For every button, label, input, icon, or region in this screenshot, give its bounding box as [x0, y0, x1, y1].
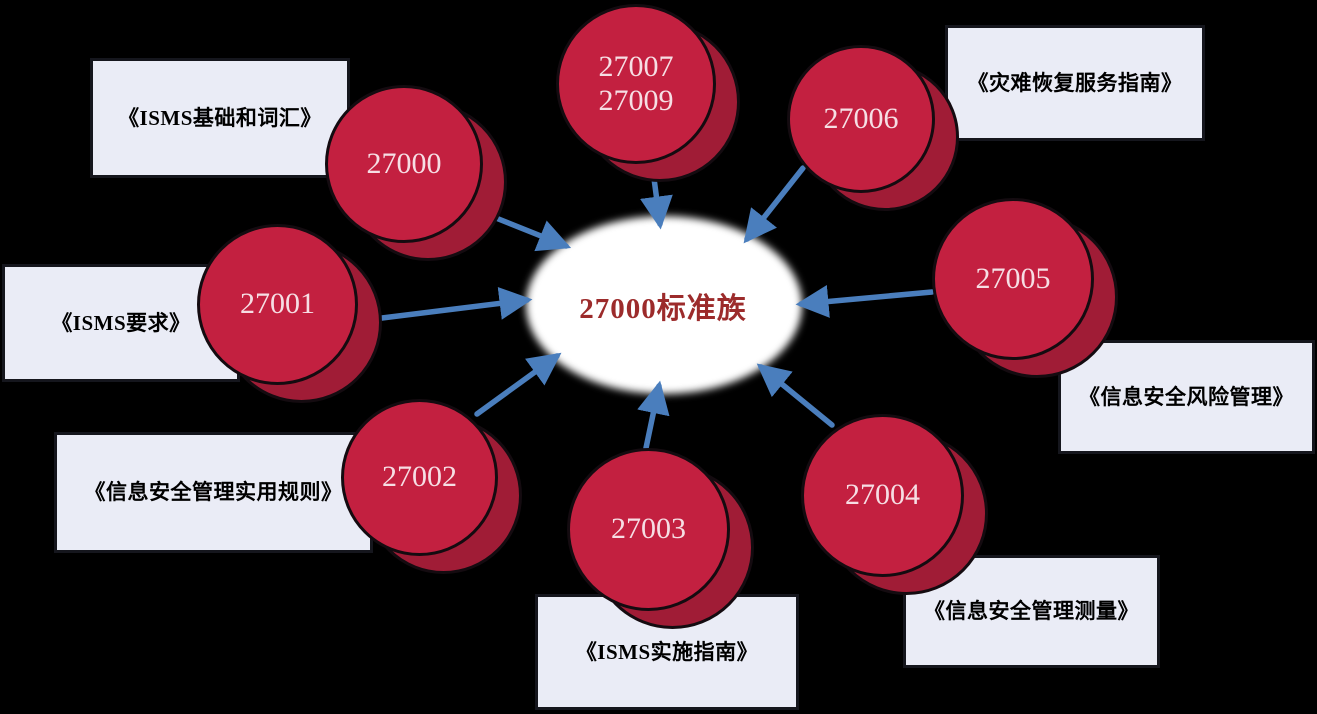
node-27007-27009: 27007 27009	[556, 4, 740, 182]
node-27003-label: 27003	[611, 512, 686, 546]
label-box-practice-rules: 《信息安全管理实用规则》	[54, 432, 373, 553]
node-27003: 27003	[567, 448, 754, 629]
node-27000-circle: 27000	[325, 85, 483, 243]
node-27000-label: 27000	[366, 146, 442, 180]
label-text-isms-basics: 《ISMS基础和词汇》	[118, 105, 322, 130]
node-27009-label: 27009	[598, 84, 674, 117]
node-27002: 27002	[341, 399, 522, 574]
label-box-risk-management: 《信息安全风险管理》	[1058, 340, 1315, 454]
arrow-27005-to-center	[795, 285, 935, 318]
node-27003-circle: 27003	[567, 448, 730, 611]
node-27002-label: 27002	[382, 460, 457, 494]
node-27000: 27000	[325, 85, 507, 261]
label-box-isms-basics: 《ISMS基础和词汇》	[90, 58, 350, 178]
node-27005-label: 27005	[975, 261, 1051, 295]
node-27006: 27006	[787, 45, 959, 211]
arrow-27004-to-center	[756, 363, 835, 428]
label-text-isms-requirements: 《ISMS要求》	[51, 310, 191, 335]
label-text-practice-rules: 《信息安全管理实用规则》	[84, 480, 343, 505]
node-27007-label: 27007	[598, 49, 674, 83]
node-27007-27009-circle: 27007 27009	[556, 4, 716, 164]
node-27006-label: 27006	[823, 101, 899, 135]
center-ellipse	[526, 216, 802, 394]
node-27006-circle: 27006	[787, 45, 935, 193]
node-27002-circle: 27002	[341, 399, 498, 556]
arrow-27006-to-center	[743, 165, 806, 244]
label-text-disaster-recovery: 《灾难恢复服务指南》	[967, 70, 1183, 95]
label-text-implementation-guide: 《ISMS实施指南》	[575, 639, 759, 664]
label-text-risk-management: 《信息安全风险管理》	[1079, 384, 1294, 409]
node-27001-circle: 27001	[197, 224, 358, 385]
label-text-management-measurement: 《信息安全管理测量》	[924, 599, 1139, 624]
node-27005: 27005	[932, 198, 1118, 378]
node-27004-circle: 27004	[801, 414, 964, 577]
arrow-27001-to-center	[379, 287, 533, 321]
center-label: 27000标准族	[579, 293, 747, 325]
node-27004: 27004	[801, 414, 988, 595]
label-box-management-measurement: 《信息安全管理测量》	[903, 555, 1160, 668]
node-27001-label: 27001	[240, 287, 315, 321]
label-box-disaster-recovery: 《灾难恢复服务指南》	[945, 25, 1205, 141]
node-27005-circle: 27005	[932, 198, 1094, 360]
arrow-27003-to-center	[637, 380, 670, 451]
node-27004-label: 27004	[845, 478, 920, 512]
arrow-27002-to-center	[474, 352, 562, 417]
node-27001: 27001	[197, 224, 382, 403]
